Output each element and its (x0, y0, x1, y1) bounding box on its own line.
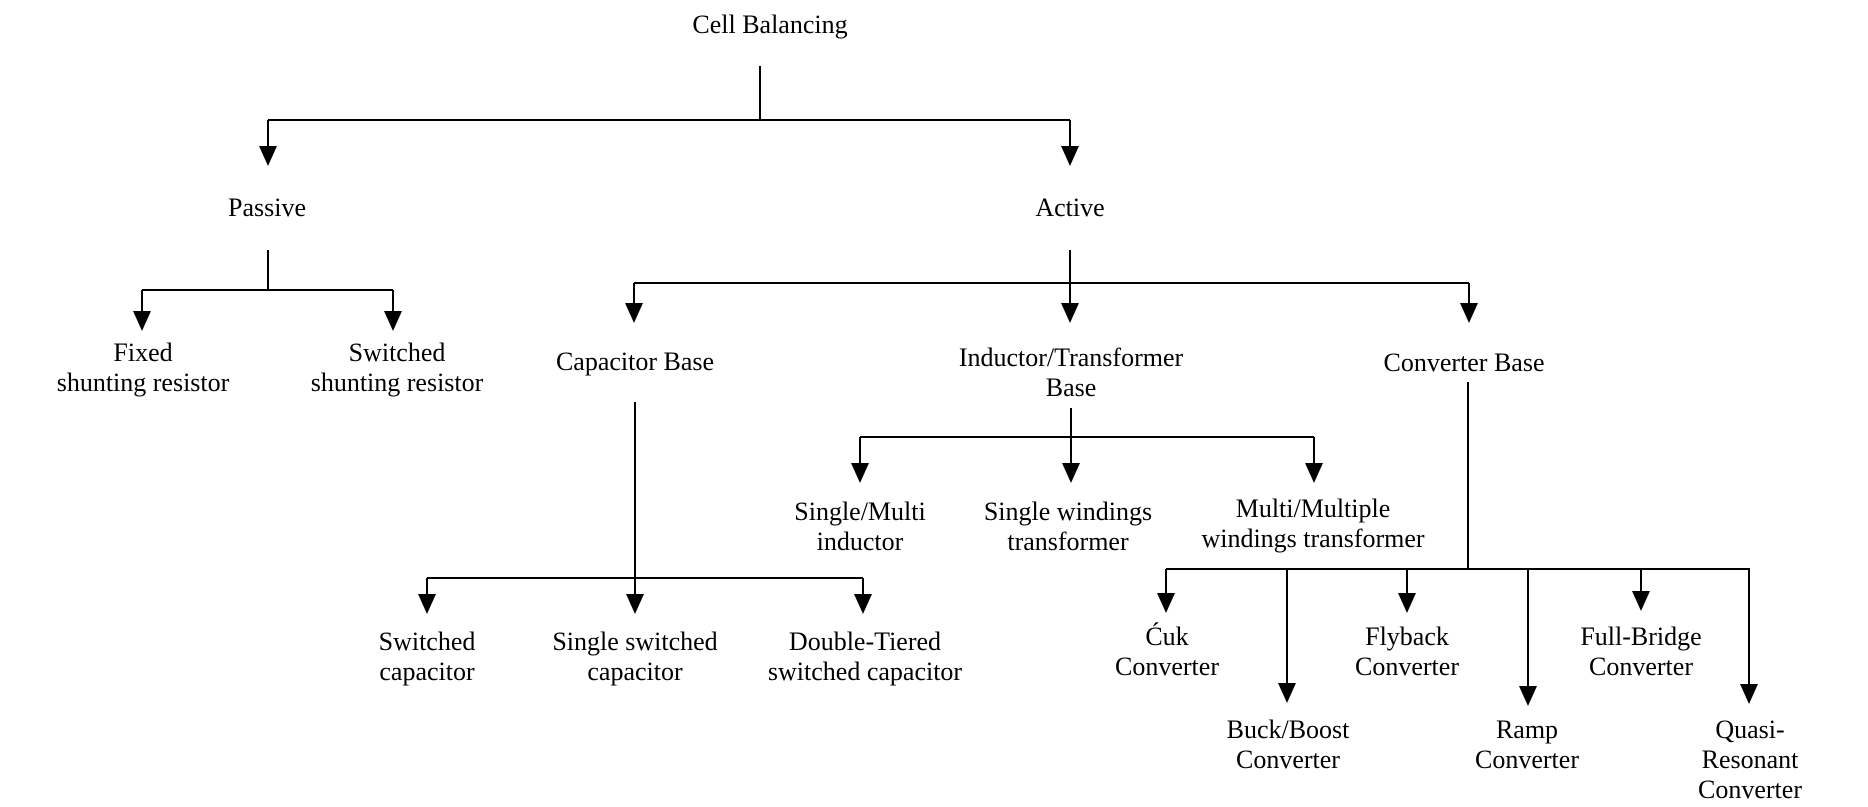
arrow-down-icon (1061, 303, 1079, 323)
arrow-down-icon (626, 594, 644, 614)
arrow-down-icon (259, 146, 277, 166)
arrow-down-icon (1740, 684, 1758, 704)
node-single-windings-transformer: Single windings transformer (983, 497, 1153, 556)
node-capacitor-base: Capacitor Base (555, 347, 715, 376)
node-switched-shunting-resistor: Switched shunting resistor (310, 338, 484, 397)
arrow-down-icon (625, 303, 643, 323)
arrow-down-icon (1632, 591, 1650, 611)
node-multi-multiple-windings-transformer: Multi/Multiple windings transformer (1201, 494, 1425, 553)
arrow-down-icon (1157, 593, 1175, 613)
arrow-down-icon (854, 594, 872, 614)
node-switched-capacitor: Switched capacitor (378, 627, 476, 686)
node-passive: Passive (228, 193, 306, 222)
node-ramp-converter: Ramp Converter (1475, 715, 1579, 774)
arrow-down-icon (1398, 593, 1416, 613)
arrow-down-icon (851, 463, 869, 483)
arrow-down-icon (384, 311, 402, 331)
arrow-down-icon (1519, 686, 1537, 706)
node-inductor-transformer-base: Inductor/Transformer Base (958, 343, 1184, 402)
node-full-bridge-converter: Full-Bridge Converter (1580, 622, 1702, 681)
arrow-down-icon (418, 594, 436, 614)
node-quasi-resonant-converter: Quasi-Resonant Converter (1698, 715, 1802, 804)
node-active: Active (1035, 193, 1105, 222)
node-cell-balancing: Cell Balancing (692, 10, 848, 39)
node-flyback-converter: Flyback Converter (1355, 622, 1459, 681)
arrow-down-icon (133, 311, 151, 331)
node-single-multi-inductor: Single/Multi inductor (794, 497, 926, 556)
arrow-down-icon (1061, 146, 1079, 166)
node-fixed-shunting-resistor: Fixed shunting resistor (56, 338, 230, 397)
arrow-down-icon (1305, 463, 1323, 483)
node-single-switched-capacitor: Single switched capacitor (552, 627, 718, 686)
node-double-tiered-switched-capacitor: Double-Tiered switched capacitor (767, 627, 963, 686)
arrow-down-icon (1460, 303, 1478, 323)
arrow-down-icon (1062, 463, 1080, 483)
node-buck-boost-converter: Buck/Boost Converter (1226, 715, 1350, 774)
node-cuk-converter: Ćuk Converter (1115, 622, 1219, 681)
arrow-down-icon (1278, 683, 1296, 703)
node-converter-base: Converter Base (1383, 348, 1545, 377)
